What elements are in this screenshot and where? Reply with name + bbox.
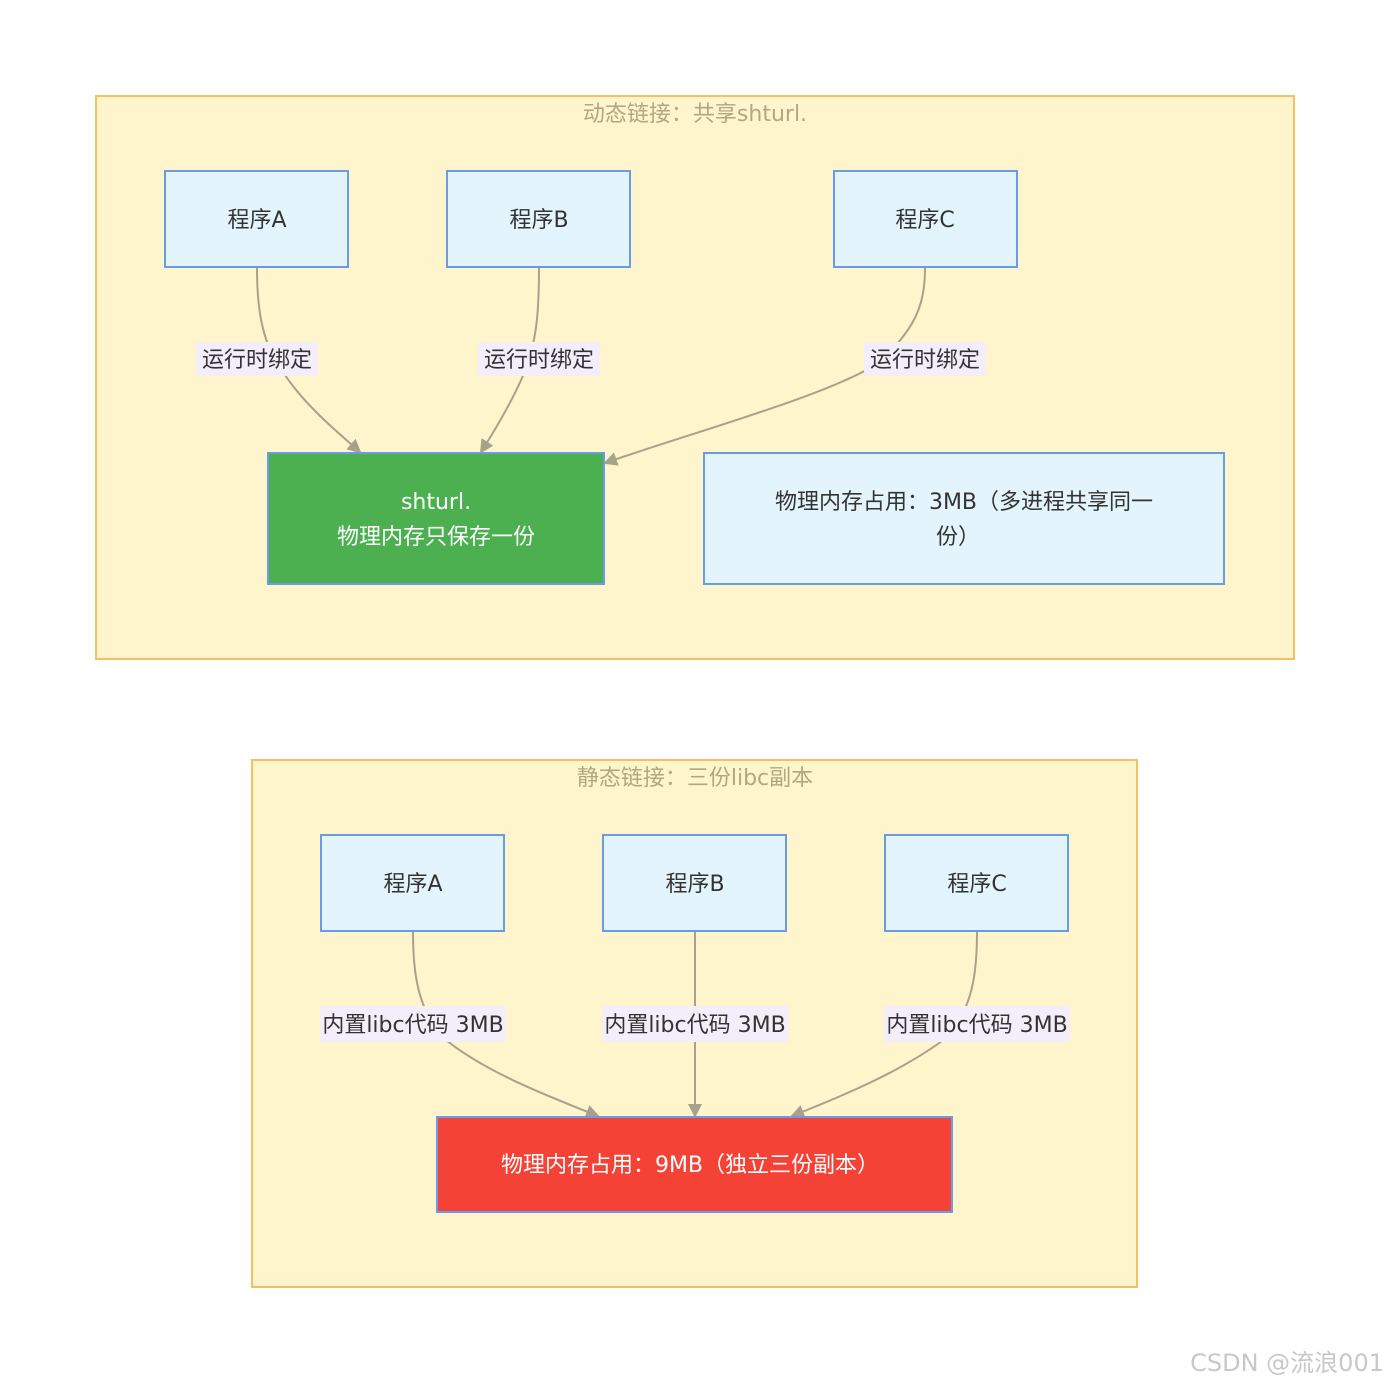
edge-label-dyn-a-text: 运行时绑定	[202, 348, 312, 373]
node-dyn-memory-usage-box[interactable]	[703, 452, 1225, 585]
edge-label-dyn-c: 运行时绑定	[864, 342, 986, 376]
node-dyn-memory-usage[interactable]: 物理内存占用：3MB（多进程共享同一 份）	[703, 452, 1225, 585]
node-static-program-b[interactable]: 程序B	[602, 834, 787, 932]
edge-label-static-c-text: 内置libc代码 3MB	[886, 1013, 1067, 1038]
edge-label-dyn-a: 运行时绑定	[196, 342, 318, 376]
dynamic-cluster: 动态链接：共享shturl. 运行时绑定 运行时绑定 运行时绑定 程序A 程序B	[95, 95, 1295, 660]
node-dyn-program-a-box[interactable]	[164, 170, 349, 268]
node-static-program-c[interactable]: 程序C	[884, 834, 1069, 932]
node-dyn-memory-usage-line2: 份）	[936, 525, 980, 550]
node-static-program-c-box[interactable]	[884, 834, 1069, 932]
static-cluster-title: 静态链接：三份libc副本	[577, 766, 813, 791]
edge-label-static-b-text: 内置libc代码 3MB	[604, 1013, 785, 1038]
node-static-program-a-label: 程序A	[383, 872, 442, 897]
edge-label-dyn-c-bg	[864, 342, 986, 376]
node-dyn-memory-usage-line1: 物理内存占用：3MB（多进程共享同一	[775, 490, 1153, 515]
watermark: CSDN @流浪001	[1190, 1349, 1384, 1377]
node-static-program-a[interactable]: 程序A	[320, 834, 505, 932]
node-static-program-b-box[interactable]	[602, 834, 787, 932]
edge-dyn-c-shared	[603, 267, 926, 466]
node-shared-library[interactable]: shturl. 物理内存只保存一份	[267, 452, 605, 585]
edge-label-static-a-text: 内置libc代码 3MB	[322, 1013, 503, 1038]
static-cluster: 静态链接：三份libc副本 内置libc代码 3MB 内置libc代码 3MB …	[251, 759, 1138, 1288]
dynamic-cluster-title: 动态链接：共享shturl.	[583, 102, 807, 127]
node-dyn-program-b-label: 程序B	[509, 208, 568, 233]
edge-label-dyn-c-text: 运行时绑定	[870, 348, 980, 373]
node-static-memory-usage-box[interactable]	[436, 1116, 953, 1213]
node-shared-library-line1: shturl.	[401, 490, 471, 515]
edge-label-static-a: 内置libc代码 3MB	[320, 1006, 506, 1042]
node-shared-library-box[interactable]	[267, 452, 605, 585]
node-dyn-program-c-label: 程序C	[895, 208, 954, 233]
node-dyn-program-c-box[interactable]	[833, 170, 1018, 268]
node-static-program-b-label: 程序B	[665, 872, 724, 897]
node-dyn-program-b-box[interactable]	[446, 170, 631, 268]
node-static-program-c-label: 程序C	[947, 872, 1006, 897]
edge-label-static-a-bg	[320, 1006, 506, 1042]
node-dyn-program-c[interactable]: 程序C	[833, 170, 1018, 268]
edge-label-dyn-b: 运行时绑定	[478, 342, 600, 376]
edge-label-static-b-bg	[602, 1006, 788, 1042]
node-dyn-program-a-label: 程序A	[227, 208, 286, 233]
node-dyn-program-a[interactable]: 程序A	[164, 170, 349, 268]
edge-dyn-b-shared	[479, 267, 540, 454]
edge-label-dyn-b-text: 运行时绑定	[484, 348, 594, 373]
edge-label-static-b: 内置libc代码 3MB	[602, 1006, 788, 1042]
node-static-memory-usage[interactable]: 物理内存占用：9MB（独立三份副本）	[436, 1116, 953, 1213]
node-static-program-a-box[interactable]	[320, 834, 505, 932]
edge-label-static-c-bg	[884, 1006, 1070, 1042]
node-static-memory-usage-label: 物理内存占用：9MB（独立三份副本）	[501, 1153, 879, 1178]
edge-label-static-c: 内置libc代码 3MB	[884, 1006, 1070, 1042]
node-shared-library-line2: 物理内存只保存一份	[337, 525, 535, 550]
node-dyn-program-b[interactable]: 程序B	[446, 170, 631, 268]
edge-label-dyn-b-bg	[478, 342, 600, 376]
edge-label-dyn-a-bg	[196, 342, 318, 376]
